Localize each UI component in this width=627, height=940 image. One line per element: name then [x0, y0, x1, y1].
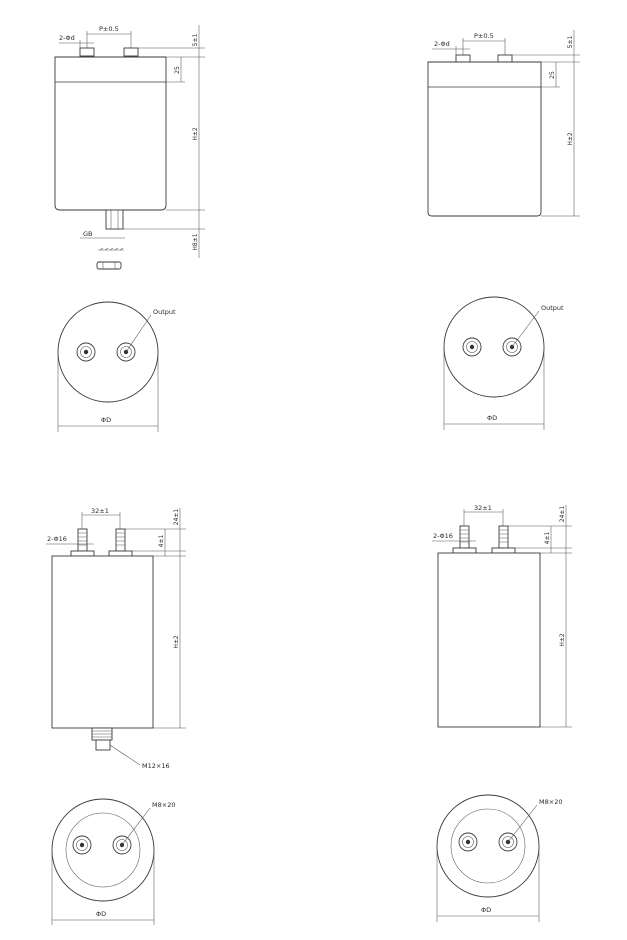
terminal-diameter-label: 2-Φd — [434, 40, 450, 48]
capacitor-body — [51, 555, 154, 729]
top-clearance-dim: 5±1 — [567, 35, 574, 48]
mounting-nut — [95, 739, 111, 751]
terminal-diameter-label: 2-Φ16 — [47, 535, 67, 543]
terminal-base-dim: 4±1 — [544, 531, 551, 544]
mounting-nut — [96, 261, 122, 270]
terminal-height-dim: 24±1 — [173, 509, 180, 526]
collar-dim: 25 — [174, 66, 181, 74]
capacitor-top-view-1: Output ΦD — [57, 301, 176, 432]
output-label: Output — [153, 308, 176, 316]
pitch-dimension: 32±1 — [474, 504, 492, 512]
capacitor-side-view-2: P±0.5 2-Φd 5±1 25 H±2 — [427, 30, 580, 217]
height-dim: H±2 — [567, 132, 574, 146]
capacitor-top-view-2: Output ΦD — [443, 296, 564, 430]
diameter-label: ΦD — [481, 906, 491, 914]
height-dim: H±2 — [559, 633, 566, 647]
pitch-dimension: 32±1 — [91, 507, 109, 515]
capacitor-outline — [57, 301, 159, 403]
terminal-stud-left — [459, 525, 470, 549]
terminal-stud-right — [498, 525, 509, 549]
height-dim: H±2 — [192, 127, 199, 141]
capacitor-outline — [443, 296, 545, 398]
capacitor-top-view-4: M8×20 ΦD — [436, 794, 562, 922]
mounting-stud — [105, 209, 124, 230]
terminal-base-left — [70, 550, 95, 557]
height-dim: H±2 — [173, 635, 180, 649]
terminal-base-right — [491, 547, 516, 554]
top-clearance-dim: 5±1 — [192, 33, 199, 46]
stud-gb-label: GB — [83, 230, 93, 238]
terminal-base-dim: 4±1 — [158, 534, 165, 547]
terminal-base-left — [452, 547, 477, 554]
capacitor-outline — [51, 798, 155, 902]
diameter-label: ΦD — [96, 910, 106, 918]
stud-height-dim: H8±1 — [192, 233, 199, 250]
terminal-left — [455, 54, 471, 63]
terminal-stud-left — [77, 528, 88, 552]
terminal-diameter-label: 2-Φd — [59, 34, 75, 42]
terminal-diameter-label: 2-Φ16 — [433, 532, 453, 540]
capacitor-side-view-3: M12×16 32±1 2-Φ16 24±1 4±1 H±2 — [46, 507, 186, 770]
terminal-height-dim: 24±1 — [559, 506, 566, 523]
output-label: Output — [541, 304, 564, 312]
capacitor-side-view-1: P±0.5 2-Φd 5±1 25 H±2 H8±1 GB — [54, 25, 205, 270]
terminal-left — [79, 47, 95, 57]
diameter-label: ΦD — [101, 416, 111, 424]
capacitor-body — [54, 56, 167, 211]
thread-size-label: M8×20 — [152, 801, 175, 809]
capacitor-side-view-4: 32±1 2-Φ16 24±1 4±1 H±2 — [432, 504, 572, 728]
capacitor-body — [427, 61, 542, 217]
terminal-stud-right — [115, 528, 126, 552]
terminal-right — [123, 47, 139, 57]
collar-dim: 25 — [549, 71, 556, 79]
thread-size-label: M8×20 — [539, 798, 562, 806]
terminal-base-right — [108, 550, 133, 557]
stud-size-label: M12×16 — [142, 762, 170, 770]
capacitor-body — [437, 552, 541, 728]
capacitor-outline — [436, 794, 540, 898]
capacitor-top-view-3: M8×20 ΦD — [51, 798, 175, 925]
pitch-dimension: P±0.5 — [99, 25, 119, 33]
diameter-label: ΦD — [487, 414, 497, 422]
terminal-right — [497, 54, 513, 63]
pitch-dimension: P±0.5 — [474, 32, 494, 40]
